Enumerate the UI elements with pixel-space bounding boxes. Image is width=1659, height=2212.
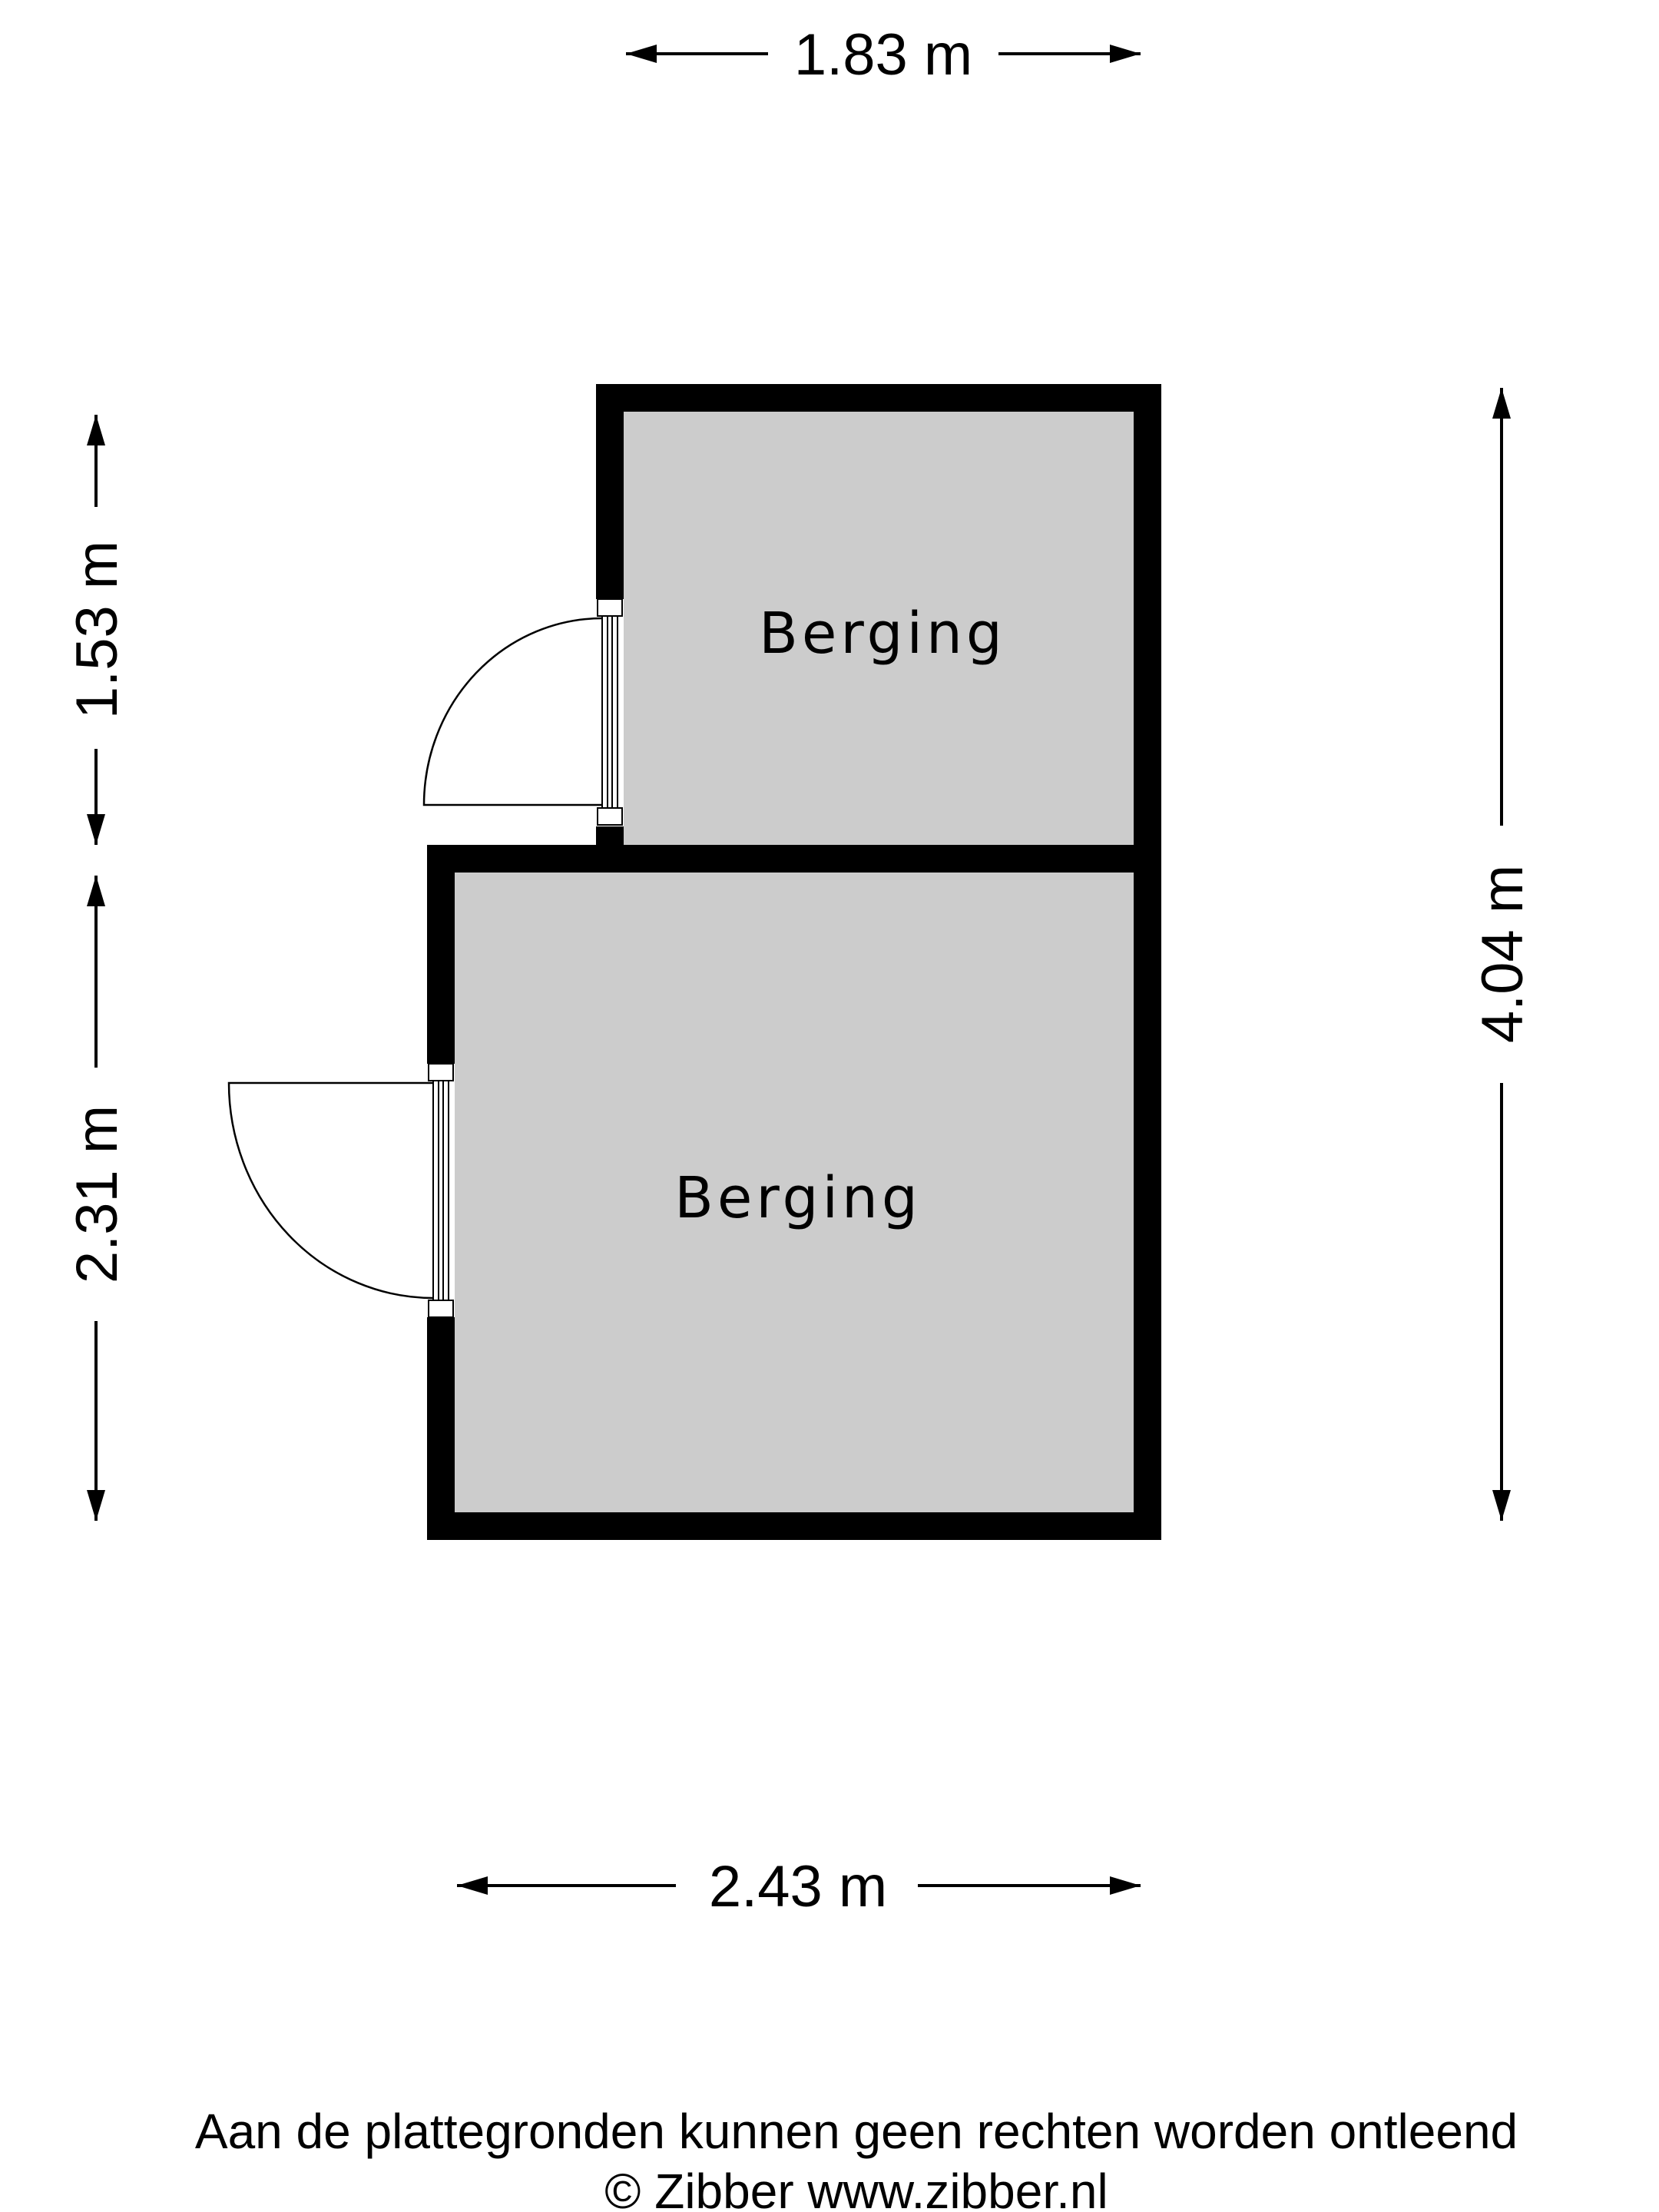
- dimension-left-lower: 2.31 m: [65, 876, 130, 1521]
- dimension-left-upper: 1.53 m: [65, 415, 130, 845]
- door-swing-arc: [227, 1081, 434, 1300]
- dimension-bottom-label: 2.43 m: [709, 1854, 887, 1919]
- dimension-left-lower-label: 2.31 m: [65, 1105, 130, 1283]
- dimension-left-upper-label: 1.53 m: [65, 541, 130, 719]
- upper-door[interactable]: [422, 598, 624, 826]
- dimension-top: 1.83 m: [626, 22, 1141, 88]
- door-swing-arc: [422, 617, 603, 806]
- room-label-lower: Berging: [674, 1165, 922, 1231]
- lower-door[interactable]: [227, 1063, 455, 1318]
- footer-disclaimer: Aan de plattegronden kunnen geen rechten…: [195, 2104, 1518, 2159]
- upper-room-floor: [624, 412, 1134, 854]
- room-label-upper: Berging: [759, 601, 1006, 667]
- dimension-top-label: 1.83 m: [794, 22, 972, 88]
- dimension-bottom: 2.43 m: [457, 1854, 1141, 1919]
- dimension-right: 4.04 m: [1470, 388, 1535, 1521]
- dimension-right-label: 4.04 m: [1470, 865, 1535, 1043]
- footer-copyright: © Zibber www.zibber.nl: [604, 2164, 1108, 2212]
- room-lower: [427, 845, 1161, 1540]
- lower-room-floor: [455, 873, 1134, 1512]
- room-upper: [596, 384, 1161, 854]
